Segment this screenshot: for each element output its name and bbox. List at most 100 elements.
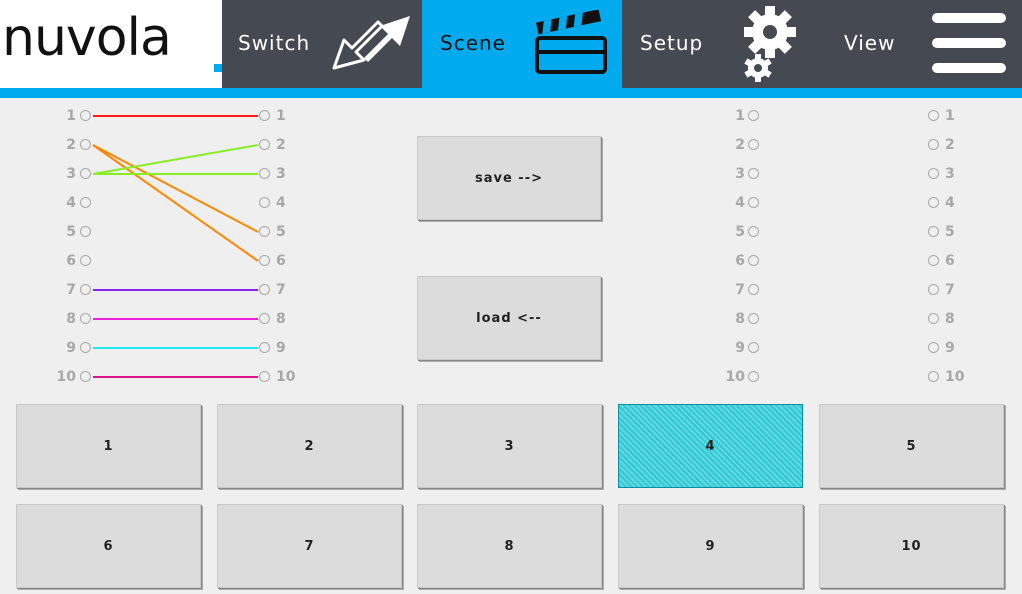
- matrix-left-input-port[interactable]: [80, 313, 91, 324]
- matrix-right-output-port[interactable]: [928, 197, 939, 208]
- matrix-right-input-label: 7: [735, 282, 745, 298]
- matrix-left-input-label: 4: [66, 195, 76, 211]
- matrix-right-input-port[interactable]: [748, 284, 759, 295]
- matrix-right-input-label: 8: [735, 311, 745, 327]
- matrix-left-output-label: 1: [276, 108, 286, 124]
- tab-switch-label: Switch: [238, 31, 311, 55]
- clapperboard-icon: [535, 10, 607, 74]
- tab-setup-label: Setup: [640, 31, 704, 55]
- matrix-right-output-label: 2: [945, 137, 955, 153]
- load-button[interactable]: load <--: [417, 276, 601, 360]
- matrix-right-input-label: 4: [735, 195, 745, 211]
- matrix-right-output-port[interactable]: [928, 226, 939, 237]
- matrix-right-output-label: 10: [945, 369, 965, 385]
- matrix-right-output-port[interactable]: [928, 313, 939, 324]
- tab-setup[interactable]: Setup: [622, 0, 822, 88]
- matrix-right-input-port[interactable]: [748, 110, 759, 121]
- matrix-right-input-label: 5: [735, 224, 745, 240]
- matrix-right-input-port[interactable]: [748, 139, 759, 150]
- scene-button-4[interactable]: 4: [618, 404, 803, 488]
- matrix-right-output-label: 5: [945, 224, 955, 240]
- scene-button-2[interactable]: 2: [217, 404, 402, 488]
- scene-button-3[interactable]: 3: [417, 404, 602, 488]
- matrix-left-output-label: 9: [276, 340, 286, 356]
- matrix-right-output-label: 4: [945, 195, 955, 211]
- matrix-right-output-port[interactable]: [928, 110, 939, 121]
- matrix-left-input-label: 10: [56, 369, 76, 385]
- matrix-left-output-label: 2: [276, 137, 286, 153]
- scene-button-10[interactable]: 10: [819, 504, 1004, 588]
- scene-button-6[interactable]: 6: [16, 504, 201, 588]
- matrix-right-input-port[interactable]: [748, 313, 759, 324]
- matrix-left-output-port[interactable]: [259, 313, 270, 324]
- matrix-left-input-port[interactable]: [80, 284, 91, 295]
- route-wire: [92, 144, 259, 262]
- matrix-left-output-label: 3: [276, 166, 286, 182]
- matrix-left-output-label: 8: [276, 311, 286, 327]
- scene-button-7[interactable]: 7: [217, 504, 402, 588]
- tab-view[interactable]: View: [822, 0, 1022, 88]
- matrix-right-input-label: 1: [735, 108, 745, 124]
- matrix-right-input-label: 3: [735, 166, 745, 182]
- matrix-right-input-port[interactable]: [748, 371, 759, 382]
- matrix-right-input-port[interactable]: [748, 226, 759, 237]
- matrix-left-input-label: 2: [66, 137, 76, 153]
- logo-text: nuvola: [2, 8, 172, 68]
- matrix-left-output-port[interactable]: [259, 371, 270, 382]
- scene-button-9[interactable]: 9: [618, 504, 803, 588]
- matrix-right-input-label: 9: [735, 340, 745, 356]
- matrix-left-input-label: 6: [66, 253, 76, 269]
- matrix-left-input-port[interactable]: [80, 139, 91, 150]
- top-bar: nuvola Switch Scene Setup: [0, 0, 1022, 88]
- matrix-right-input-port[interactable]: [748, 168, 759, 179]
- matrix-right-output-port[interactable]: [928, 139, 939, 150]
- matrix-left-input-port[interactable]: [80, 197, 91, 208]
- scene-button-8[interactable]: 8: [417, 504, 602, 588]
- tab-view-label: View: [844, 31, 896, 55]
- matrix-right-input-port[interactable]: [748, 342, 759, 353]
- matrix-right-output-label: 3: [945, 166, 955, 182]
- matrix-right-output-label: 9: [945, 340, 955, 356]
- menu-icon: [932, 13, 1006, 73]
- matrix-left-input-label: 3: [66, 166, 76, 182]
- matrix-right-input-port[interactable]: [748, 255, 759, 266]
- tab-switch[interactable]: Switch: [222, 0, 422, 88]
- matrix-left-output-port[interactable]: [259, 342, 270, 353]
- matrix-left-input-port[interactable]: [80, 226, 91, 237]
- matrix-right-output-port[interactable]: [928, 284, 939, 295]
- scene-button-5[interactable]: 5: [819, 404, 1004, 488]
- matrix-right-output-port[interactable]: [928, 342, 939, 353]
- matrix-right-input-port[interactable]: [748, 197, 759, 208]
- matrix-left-output-label: 7: [276, 282, 286, 298]
- active-tab-underline: [0, 88, 1022, 98]
- matrix-right-input-label: 6: [735, 253, 745, 269]
- save-button[interactable]: save -->: [417, 136, 601, 220]
- matrix-left-output-label: 10: [276, 369, 296, 385]
- matrix-left-input-port[interactable]: [80, 168, 91, 179]
- route-wire: [92, 144, 259, 233]
- matrix-left-input-port[interactable]: [80, 371, 91, 382]
- matrix-left-output-port[interactable]: [259, 110, 270, 121]
- matrix-left-input-label: 8: [66, 311, 76, 327]
- scene-button-1[interactable]: 1: [16, 404, 201, 488]
- matrix-right-output-port[interactable]: [928, 168, 939, 179]
- matrix-right-output-label: 8: [945, 311, 955, 327]
- matrix-right-input-label: 10: [725, 369, 745, 385]
- matrix-left-input-label: 9: [66, 340, 76, 356]
- matrix-left-input-port[interactable]: [80, 255, 91, 266]
- matrix-right-output-port[interactable]: [928, 255, 939, 266]
- route-wire: [92, 144, 259, 175]
- matrix-right-output-port[interactable]: [928, 371, 939, 382]
- matrix-left-output-port[interactable]: [259, 284, 270, 295]
- matrix-left-output-port[interactable]: [259, 226, 270, 237]
- matrix-left-input-port[interactable]: [80, 110, 91, 121]
- matrix-left-output-port[interactable]: [259, 255, 270, 266]
- matrix-left-output-port[interactable]: [259, 197, 270, 208]
- logo-dot: [214, 64, 222, 72]
- matrix-left-output-port[interactable]: [259, 168, 270, 179]
- tab-scene[interactable]: Scene: [422, 0, 622, 88]
- matrix-left-input-port[interactable]: [80, 342, 91, 353]
- matrix-right-input-label: 2: [735, 137, 745, 153]
- matrix-left-output-port[interactable]: [259, 139, 270, 150]
- matrix-right-output-label: 1: [945, 108, 955, 124]
